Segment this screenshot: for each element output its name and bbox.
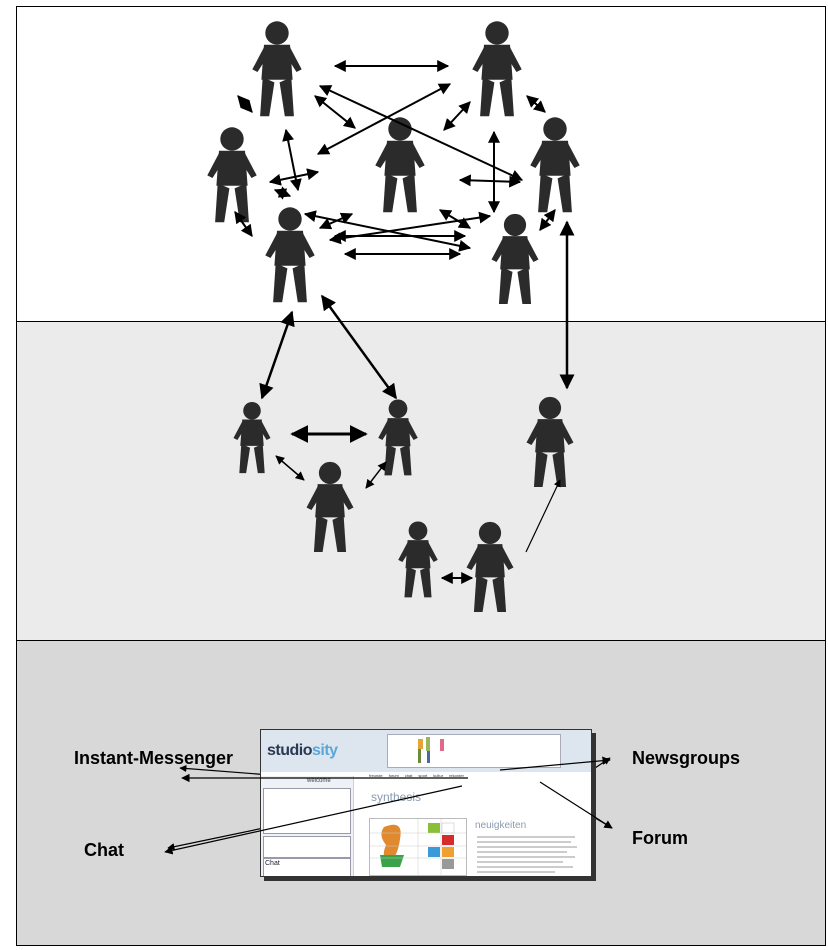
banner-figures bbox=[418, 737, 444, 763]
news-text-lines bbox=[477, 836, 577, 873]
connection-arrow bbox=[438, 209, 472, 229]
website-nav-item[interactable]: forum bbox=[388, 773, 399, 778]
connection-arrow bbox=[539, 209, 556, 231]
website-login-box bbox=[263, 788, 351, 834]
person-icon bbox=[526, 396, 574, 487]
website-chat-box bbox=[263, 858, 351, 876]
website-image-grid bbox=[369, 818, 467, 876]
website-section-title: synthesis bbox=[371, 790, 422, 804]
person-icon bbox=[306, 461, 354, 552]
connection-arrow bbox=[365, 461, 387, 489]
chat-label: Chat bbox=[84, 840, 124, 860]
connection-arrow bbox=[320, 294, 398, 400]
website-nav-item[interactable]: freunde bbox=[369, 773, 383, 778]
person-icon bbox=[233, 401, 271, 474]
website-nav[interactable]: freunde forum chat sport kultur rekorder bbox=[369, 773, 589, 783]
connection-arrow bbox=[273, 186, 292, 200]
website-logo: studiosity bbox=[267, 742, 338, 760]
website-logo-main: studio bbox=[267, 742, 313, 759]
connection-arrow bbox=[237, 95, 253, 113]
person-icon bbox=[265, 207, 315, 303]
website-nav-item[interactable]: chat bbox=[404, 773, 413, 778]
connection-arrow bbox=[525, 479, 561, 553]
connection-arrow bbox=[443, 101, 471, 131]
connection-arrow bbox=[268, 168, 320, 186]
connection-arrow bbox=[318, 212, 354, 230]
website-welcome: welcome bbox=[307, 778, 331, 784]
person-icon bbox=[472, 21, 522, 117]
website-header: studiosity bbox=[261, 730, 591, 772]
connection-arrow bbox=[259, 310, 295, 400]
connection-arrow bbox=[234, 211, 253, 237]
website-news-text bbox=[475, 834, 585, 874]
connection-arrow bbox=[526, 95, 546, 113]
person-icon bbox=[491, 213, 539, 304]
person-icon bbox=[530, 117, 580, 213]
website-logo-accent: sity bbox=[312, 742, 338, 759]
band-small-groups bbox=[16, 321, 826, 641]
website-news-title: neuigkeiten bbox=[475, 820, 527, 831]
website-info-box bbox=[263, 836, 351, 858]
connection-arrow bbox=[458, 174, 522, 188]
website-chat-title: Chat bbox=[265, 860, 280, 867]
connection-arrow bbox=[314, 95, 356, 129]
grid-graphic bbox=[370, 819, 466, 875]
connection-arrow bbox=[275, 455, 305, 481]
connection-arrow bbox=[282, 128, 302, 192]
instant-messenger-label: Instant-Messenger bbox=[74, 748, 234, 768]
website-nav-item[interactable]: kultur bbox=[433, 773, 444, 778]
website-nav-item[interactable]: sport bbox=[418, 773, 428, 778]
website-banner bbox=[387, 734, 561, 768]
forum-label: Forum bbox=[632, 828, 688, 848]
website-nav-item[interactable]: rekorder bbox=[449, 773, 464, 778]
newsgroups-label: Newsgroups bbox=[632, 748, 741, 768]
person-icon bbox=[466, 521, 514, 612]
person-icon bbox=[252, 21, 302, 117]
website-screenshot: studiosity freunde forum chat sport kultur re… bbox=[260, 729, 592, 877]
person-icon bbox=[398, 521, 438, 598]
person-icon bbox=[207, 127, 257, 223]
